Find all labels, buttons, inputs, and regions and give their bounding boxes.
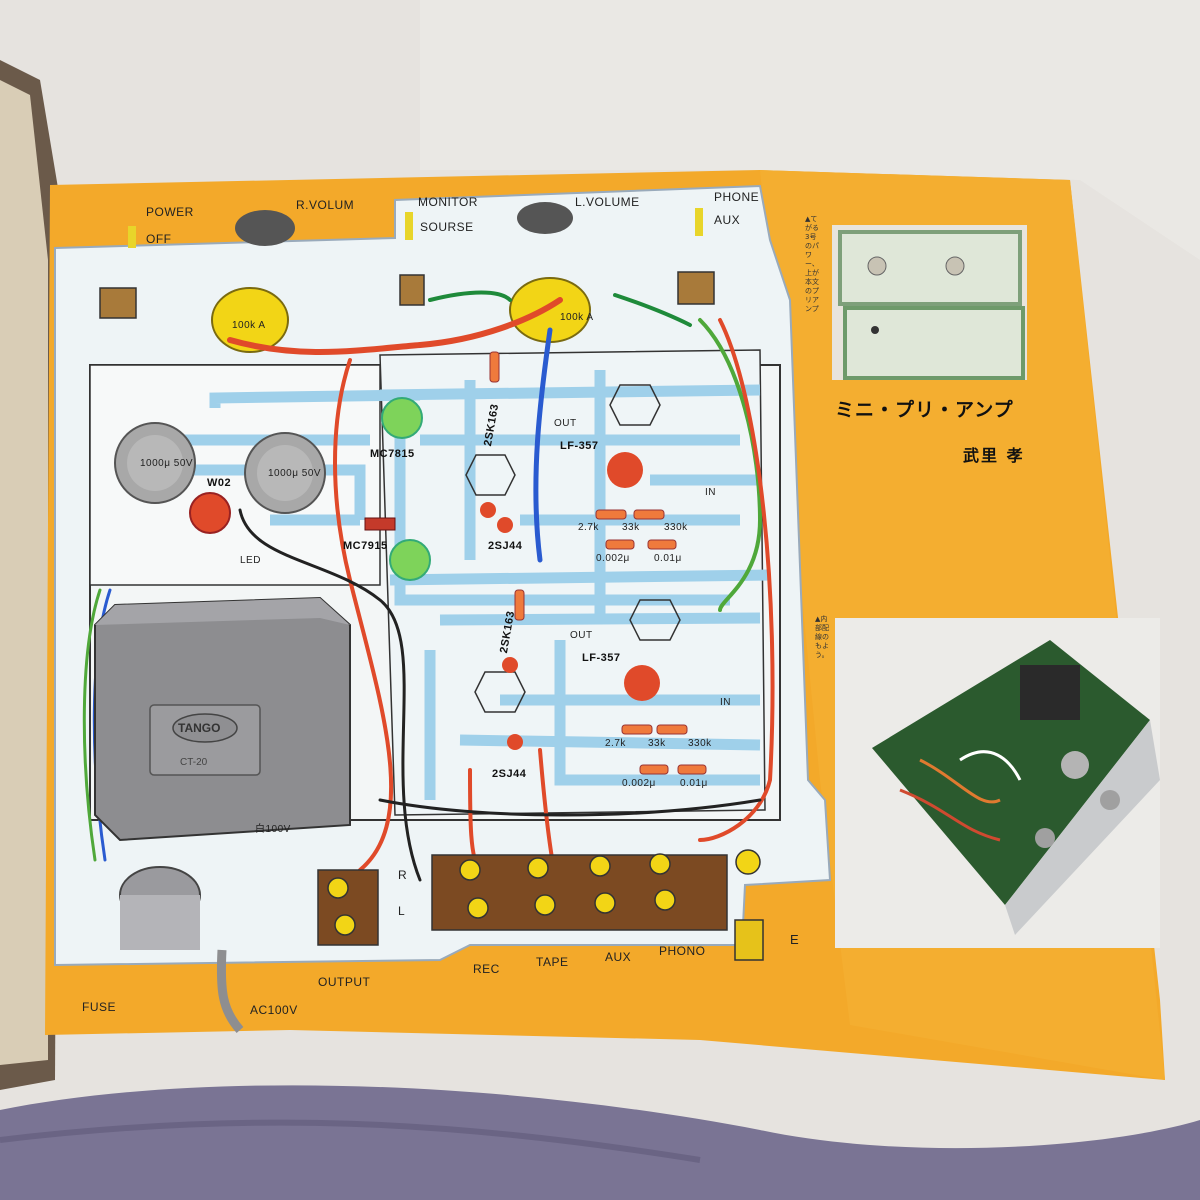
mc7915-regulator (389, 539, 431, 581)
label-e: E (790, 932, 800, 947)
label-l-volume: L.VOLUME (575, 195, 640, 209)
label-r-volume: R.VOLUM (296, 198, 355, 212)
label-mc7915: MC7915 (343, 540, 388, 552)
label-phono: PHONO (659, 944, 706, 958)
photo-internal-wiring (835, 618, 1160, 948)
lf357-top (607, 452, 643, 488)
label-l: L (398, 904, 406, 918)
label-rec: REC (473, 962, 500, 976)
label-c001-bottom: 0.01μ (680, 778, 708, 789)
label-c001-top: 0.01μ (654, 553, 682, 564)
w02-rectifier (189, 492, 231, 534)
label-ac100v: AC100V (250, 1003, 298, 1017)
label-r: R (398, 868, 408, 882)
label-sourse: SOURSE (420, 220, 474, 234)
lf357-bottom (624, 665, 660, 701)
label-tango: TANGO (178, 721, 221, 735)
label-power: POWER (146, 205, 194, 219)
label-r330k-bottom: 330k (688, 738, 712, 749)
photo-amplifiers (832, 225, 1027, 380)
label-out-top: OUT (554, 418, 577, 429)
label-lf357-bottom: LF-357 (582, 652, 621, 664)
label-phone: PHONE (714, 190, 760, 204)
label-ct20: CT-20 (180, 757, 208, 768)
label-r27k-top: 2.7k (578, 522, 599, 533)
label-monitor: MONITOR (418, 195, 478, 209)
label-out-bottom: OUT (570, 630, 593, 641)
label-r33k-bottom: 33k (648, 738, 666, 749)
label-pot-right: 100k A (560, 312, 594, 323)
label-w02: W02 (207, 477, 232, 489)
label-2sj44-bottom: 2SJ44 (492, 768, 527, 780)
label-cap-right: 1000μ 50V (268, 468, 322, 479)
mc7815-regulator (381, 397, 423, 439)
label-output: OUTPUT (318, 975, 371, 989)
label-ac-lead: 白100V (255, 824, 291, 835)
label-c0002-bottom: 0.002μ (622, 778, 656, 789)
label-r33k-top: 33k (622, 522, 640, 533)
label-mc7815: MC7815 (370, 448, 415, 460)
label-r330k-top: 330k (664, 522, 688, 533)
label-off: OFF (146, 232, 172, 246)
label-aux-bottom: AUX (605, 950, 632, 964)
phone-jack (677, 271, 715, 305)
monitor-switch (399, 274, 425, 306)
caption-top: ▲てがる3号のパワー、上が本文のプリアンプ (805, 215, 819, 313)
label-led: LED (240, 555, 261, 566)
label-in-top: IN (705, 487, 716, 498)
label-2sj44-top: 2SJ44 (488, 540, 523, 552)
label-in-bottom: IN (720, 697, 731, 708)
label-lf357-top: LF-357 (560, 440, 599, 452)
label-tape: TAPE (536, 955, 569, 969)
label-cap-left: 1000μ 50V (140, 458, 194, 469)
volume-pots (211, 277, 591, 353)
label-c0002-top: 0.002μ (596, 553, 630, 564)
label-pot-left: 100k A (232, 320, 266, 331)
label-aux-top: AUX (714, 213, 741, 227)
article-author: 武里 孝 (963, 446, 1025, 465)
label-r27k-bottom: 2.7k (605, 738, 626, 749)
filter-capacitors (114, 422, 326, 514)
power-switch (99, 287, 137, 319)
transformer (94, 596, 351, 842)
article-title: ミニ・プリ・アンプ (835, 399, 1014, 421)
label-fuse: FUSE (82, 1000, 117, 1014)
caption-bottom: ▲内部配線のもよう。 (815, 615, 829, 659)
